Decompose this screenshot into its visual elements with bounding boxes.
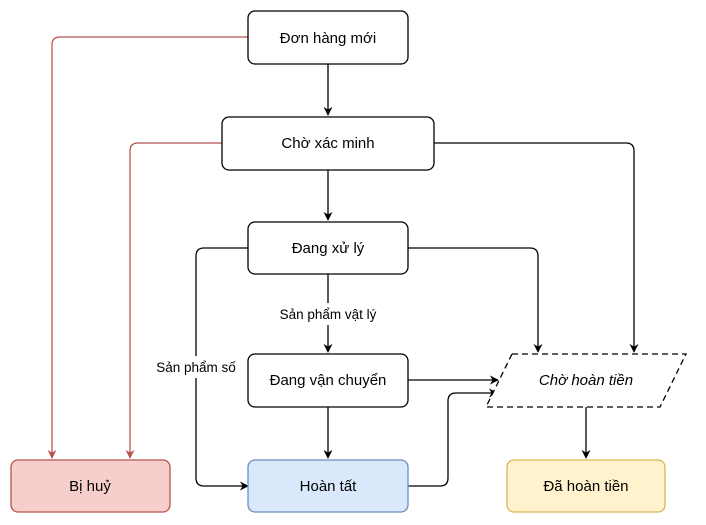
node-processing: Đang xử lý <box>247 221 409 275</box>
edge-label-digital: Sản phẩm số <box>156 360 236 375</box>
node-processing-label: Đang xử lý <box>292 240 365 257</box>
node-cancelled: Bị huỷ <box>10 459 171 513</box>
node-new-order: Đơn hàng mới <box>247 10 409 65</box>
node-cancelled-label: Bị huỷ <box>69 478 111 495</box>
edge-new-order-to-cancelled <box>47 36 248 459</box>
node-completed: Hoàn tất <box>247 459 409 513</box>
node-shipping-label: Đang vận chuyển <box>270 372 387 389</box>
edge-label-digital-bg <box>152 356 240 378</box>
node-verify: Chờ xác minh <box>221 116 435 171</box>
node-refund-pending: Chờ hoàn tiền <box>484 353 688 408</box>
node-shipping: Đang vận chuyển <box>247 353 409 408</box>
node-completed-label: Hoàn tất <box>300 478 358 495</box>
node-new-order-label: Đơn hàng mới <box>280 30 376 47</box>
node-refund-pending-label: Chờ hoàn tiền <box>539 372 633 389</box>
node-refunded: Đã hoàn tiền <box>506 459 666 513</box>
edge-label-physical-bg <box>272 303 384 325</box>
edge-verify-to-cancelled <box>125 142 222 459</box>
edge-processing-to-refund-pending <box>408 247 543 353</box>
node-verify-label: Chờ xác minh <box>281 135 374 152</box>
edge-verify-to-refund-pending <box>434 142 639 353</box>
edge-completed-to-refund-pending <box>408 388 498 487</box>
node-refunded-label: Đã hoàn tiền <box>543 478 628 495</box>
edge-label-physical: Sản phẩm vật lý <box>280 307 377 322</box>
